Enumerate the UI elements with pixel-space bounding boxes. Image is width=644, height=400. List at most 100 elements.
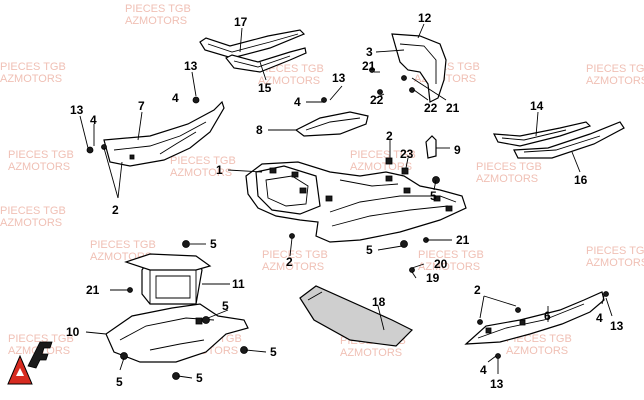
clip-icon (409, 87, 415, 93)
svg-text:PIECES TGB: PIECES TGB (0, 61, 66, 73)
callout-label: 13 (332, 71, 346, 85)
callout-label: 13 (70, 103, 84, 117)
callout-label: 17 (234, 15, 248, 29)
clip-icon (385, 157, 393, 165)
svg-text:AF: AF (32, 382, 34, 385)
clip-icon (299, 187, 307, 194)
callout-label: 2 (386, 129, 393, 143)
callout-label: 4 (596, 311, 603, 325)
callout-label: 16 (574, 173, 588, 187)
svg-text:AZMOTORS: AZMOTORS (350, 161, 412, 173)
clip-icon (291, 171, 299, 178)
screw-icon (495, 353, 501, 359)
callout-label: 13 (610, 319, 624, 333)
svg-text:PIECES TGB: PIECES TGB (476, 161, 542, 173)
part-7-left-side-cover (103, 100, 225, 167)
callout-label: 19 (426, 271, 440, 285)
callout-label: 4 (172, 91, 179, 105)
screw-icon (603, 291, 609, 297)
clip-icon (403, 187, 411, 194)
part-17-upper-trim (199, 29, 306, 59)
callout-label: 1 (216, 163, 223, 177)
callout-label: 3 (366, 45, 373, 59)
screw-icon (377, 89, 383, 95)
svg-text:AZMOTORS: AZMOTORS (476, 173, 538, 185)
clip-icon (325, 195, 333, 202)
callout-label: 5 (270, 345, 277, 359)
svg-text:PIECES TGB: PIECES TGB (350, 149, 416, 161)
svg-text:AZMOTORS: AZMOTORS (506, 345, 568, 357)
screw-icon (86, 146, 94, 154)
clip-icon (289, 233, 295, 239)
screw-icon (192, 96, 200, 104)
svg-text:AZMOTORS: AZMOTORS (8, 161, 70, 173)
part-12-front-panel (391, 33, 447, 103)
callout-label: 13 (184, 59, 198, 73)
callout-label: 5 (116, 375, 123, 389)
callout-label: 4 (90, 113, 97, 127)
callout-label: 5 (210, 237, 217, 251)
fasteners (86, 67, 609, 380)
svg-text:PIECES TGB: PIECES TGB (262, 249, 328, 261)
callout-label: 8 (256, 123, 263, 137)
callout-label: 6 (544, 309, 551, 323)
svg-text:AZMOTORS: AZMOTORS (0, 73, 62, 85)
callout-label: 22 (424, 101, 438, 115)
part-8-small-cover (294, 111, 369, 137)
svg-text:PIECES TGB: PIECES TGB (8, 333, 74, 345)
svg-text:AZMOTORS: AZMOTORS (170, 167, 232, 179)
svg-text:AZMOTORS: AZMOTORS (586, 75, 644, 87)
callout-label: 2 (286, 255, 293, 269)
screw-icon (369, 67, 375, 73)
part-18-floor-mat (299, 285, 414, 347)
brand-logo: AF (7, 341, 53, 385)
callout-label: 15 (258, 81, 272, 95)
callout-labels: 17 12 3 13 21 15 13 4 22 4 22 21 7 4 13 … (66, 11, 624, 391)
svg-text:AZMOTORS: AZMOTORS (0, 217, 62, 229)
clip-icon (401, 167, 409, 175)
callout-label: 9 (454, 143, 461, 157)
clip-icon (515, 307, 521, 313)
svg-text:AZMOTORS: AZMOTORS (418, 261, 480, 273)
part-6-right-lower-cover (464, 291, 605, 345)
callout-label: 23 (400, 147, 414, 161)
svg-text:AZMOTORS: AZMOTORS (258, 75, 320, 87)
svg-text:PIECES TGB: PIECES TGB (170, 155, 236, 167)
leader-lines (79, 23, 613, 379)
callout-label: 21 (86, 283, 100, 297)
clip-icon (269, 167, 277, 174)
screw-icon (202, 316, 210, 324)
svg-text:PIECES TGB: PIECES TGB (586, 63, 644, 75)
callout-label: 5 (366, 243, 373, 257)
part-9-bracket (425, 135, 437, 159)
callout-label: 7 (138, 99, 145, 113)
callout-label: 5 (196, 371, 203, 385)
screw-icon (120, 352, 128, 360)
callout-label: 14 (530, 99, 544, 113)
svg-text:AZMOTORS: AZMOTORS (586, 257, 644, 269)
clip-icon (433, 195, 441, 202)
callout-label: 10 (66, 325, 80, 339)
screw-icon (127, 287, 133, 293)
callout-label: 5 (430, 189, 437, 203)
svg-text:PIECES TGB: PIECES TGB (418, 249, 484, 261)
svg-text:PIECES TGB: PIECES TGB (8, 149, 74, 161)
callout-label: 2 (474, 283, 481, 297)
clip-icon (195, 317, 203, 325)
svg-text:PIECES TGB: PIECES TGB (586, 245, 644, 257)
clip-icon (385, 175, 393, 182)
callout-label: 21 (446, 101, 460, 115)
part-15-lower-trim (225, 47, 307, 73)
svg-text:PIECES TGB: PIECES TGB (0, 205, 66, 217)
